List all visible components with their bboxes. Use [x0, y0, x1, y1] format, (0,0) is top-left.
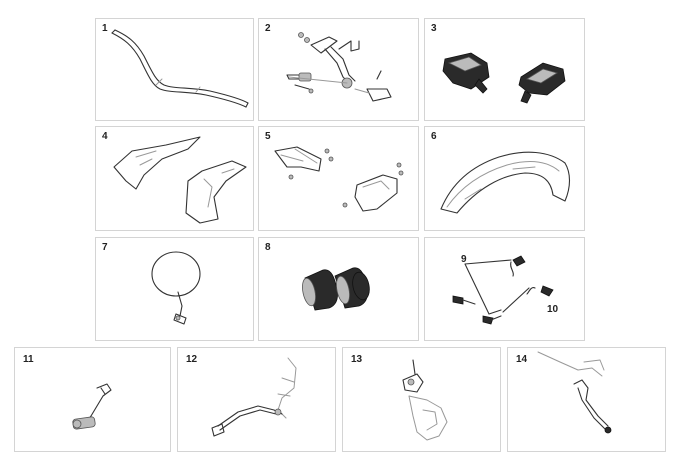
part-number: 14 [516, 354, 528, 365]
part-panel-4[interactable]: 4 [95, 126, 254, 231]
round-mirror-icon [151, 251, 201, 325]
part-number: 11 [23, 354, 34, 365]
brake-pedal-icon [211, 357, 297, 437]
side-stand-kit-icon [286, 32, 392, 102]
kickstarter-lever-icon [72, 383, 112, 430]
part-panel-8[interactable]: 8 [258, 237, 419, 341]
shift-lever-assembly-icon [402, 359, 448, 441]
hand-guards-icon [274, 146, 404, 212]
part-number: 3 [431, 23, 437, 34]
part-panel-11[interactable]: 11 [14, 347, 171, 452]
part-panel-2[interactable]: 2 [258, 18, 419, 121]
grips-icon [302, 267, 370, 311]
part-number: 8 [265, 242, 271, 253]
part-panel-6[interactable]: 6 [424, 126, 585, 231]
footpegs-icon [442, 52, 566, 104]
part-number: 2 [265, 23, 271, 34]
part-panel-9[interactable]: 9 9 10 [424, 237, 585, 341]
part-panel-3[interactable]: 3 [424, 18, 585, 121]
part-panel-12[interactable]: 12 [177, 347, 336, 452]
part-panel-1[interactable]: 1 [95, 18, 254, 121]
front-fender-icon [440, 151, 571, 214]
part-panel-14[interactable]: 14 [507, 347, 666, 452]
part-panel-13[interactable]: 13 [342, 347, 501, 452]
turn-signals-icon [452, 255, 554, 325]
part-number: 1 [102, 23, 108, 34]
handlebar-icon [111, 29, 249, 108]
part-panel-5[interactable]: 5 [258, 126, 419, 231]
part-number: 5 [265, 131, 271, 142]
part-number: 7 [102, 242, 108, 253]
part-number: 13 [351, 354, 363, 365]
side-covers-icon [113, 136, 247, 224]
part-number: 12 [186, 354, 198, 365]
part-panel-7[interactable]: 7 [95, 237, 254, 341]
part-number: 6 [431, 131, 437, 142]
folding-lever-icon [537, 351, 612, 434]
part-number: 4 [102, 131, 108, 142]
callout-9: 9 [461, 254, 467, 265]
callout-10: 10 [547, 304, 559, 315]
